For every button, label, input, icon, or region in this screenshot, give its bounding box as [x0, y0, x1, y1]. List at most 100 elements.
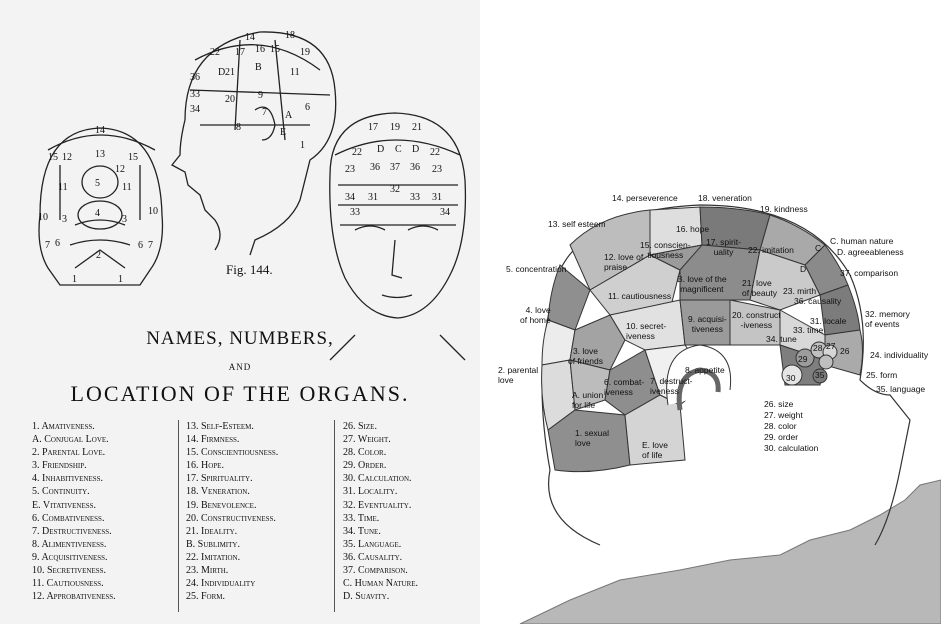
svg-text:11: 11	[58, 182, 68, 193]
region-label: 21. love of beauty	[742, 278, 777, 298]
svg-text:8: 8	[236, 122, 241, 133]
region-label: C	[815, 243, 821, 253]
svg-text:5: 5	[95, 178, 100, 189]
mountain-silhouette	[520, 480, 941, 624]
region-label: 10. secret- iveness	[626, 321, 666, 341]
svg-text:7: 7	[262, 107, 267, 118]
region-label: 3. love of friends	[568, 346, 603, 366]
organ-list-item: 23. Mirth.	[186, 564, 278, 577]
title-line-2: AND	[0, 362, 480, 372]
organ-list-item: 33. Time.	[343, 512, 418, 525]
svg-text:10: 10	[148, 206, 158, 217]
svg-text:1: 1	[300, 140, 305, 151]
organ-list-item: 20. Constructiveness.	[186, 512, 278, 525]
svg-text:23: 23	[432, 164, 442, 175]
svg-text:11: 11	[290, 67, 300, 78]
organ-list-item: 35. Language.	[343, 538, 418, 551]
svg-text:31: 31	[368, 192, 378, 203]
svg-text:21: 21	[225, 67, 235, 78]
figure-caption: Fig. 144.	[226, 262, 273, 278]
svg-text:15: 15	[128, 152, 138, 163]
organ-list-item: B. Sublimity.	[186, 538, 278, 551]
engraving-panel: 14 131215 15125 11113 4310 1062 677 11 1…	[0, 0, 480, 624]
organ-list-item: 28. Color.	[343, 446, 418, 459]
svg-text:37: 37	[390, 162, 400, 173]
external-label: 5. concentration	[506, 264, 566, 274]
external-label: 37. comparison	[840, 268, 898, 278]
svg-text:3: 3	[62, 214, 67, 225]
svg-text:15: 15	[48, 152, 58, 163]
organ-list-item: 15. Conscientiousness.	[186, 446, 278, 459]
region-label: D	[800, 264, 806, 274]
region-label: 34. tune	[766, 334, 797, 344]
organ-list-item: 16. Hope.	[186, 459, 278, 472]
organ-list-item: 21. Ideality.	[186, 525, 278, 538]
region-label: 27	[826, 341, 835, 351]
svg-text:34: 34	[190, 104, 200, 115]
organ-list-item: 30. Calculation.	[343, 472, 418, 485]
region-label: 12. love of praise	[604, 252, 643, 272]
region-label: 22. imitation	[748, 245, 794, 255]
size-list-item: 28. color	[764, 421, 818, 432]
svg-text:20: 20	[225, 94, 235, 105]
svg-text:E: E	[280, 127, 286, 138]
region-label: B. love of the magnificent	[677, 274, 727, 294]
svg-text:13: 13	[95, 149, 105, 160]
organ-list-column-1: 1. Amativeness. A. Conjugal Love. 2. Par…	[32, 420, 116, 603]
svg-text:1: 1	[72, 274, 77, 285]
region-label: 23. mirth	[783, 286, 816, 296]
svg-text:A: A	[285, 110, 293, 121]
region-label: 1. sexual love	[575, 428, 609, 448]
region-label: 28	[813, 343, 822, 353]
organ-list-item: 18. Veneration.	[186, 485, 278, 498]
svg-text:33: 33	[350, 207, 360, 218]
region-label: 30	[786, 373, 795, 383]
svg-text:33: 33	[190, 89, 200, 100]
svg-text:6: 6	[55, 238, 60, 249]
svg-text:4: 4	[95, 208, 100, 219]
organ-list-item: 19. Benevolence.	[186, 499, 278, 512]
svg-text:34: 34	[440, 207, 450, 218]
organ-list-item: A. Conjugal Love.	[32, 433, 116, 446]
external-label: 2. parental love	[498, 365, 538, 385]
organ-list-item: 11. Cautiousness.	[32, 577, 116, 590]
svg-text:D: D	[412, 144, 419, 155]
region-label: 8. appetite	[685, 365, 725, 375]
svg-text:D: D	[377, 144, 384, 155]
organ-list-item: 36. Causality.	[343, 551, 418, 564]
organ-list-column-2: 13. Self-Esteem. 14. Firmness. 15. Consc…	[186, 420, 278, 603]
region-label: A. union for life	[572, 390, 603, 410]
region-label: 33. time	[793, 325, 823, 335]
organ-list-item: C. Human Nature.	[343, 577, 418, 590]
organ-list-item: 10. Secretiveness.	[32, 564, 116, 577]
external-label: C. human nature	[830, 236, 893, 246]
external-label: 18. veneration	[698, 193, 752, 203]
column-divider	[178, 420, 179, 612]
organ-list-item: 14. Firmness.	[186, 433, 278, 446]
svg-text:2: 2	[96, 250, 101, 261]
external-label: 14. perseverence	[612, 193, 678, 203]
organ-list-item: 5. Continuity.	[32, 485, 116, 498]
svg-text:34: 34	[345, 192, 355, 203]
back-head-number: 14	[95, 125, 105, 136]
svg-text:6: 6	[305, 102, 310, 113]
svg-text:7: 7	[45, 240, 50, 251]
organ-list-item: 37. Comparison.	[343, 564, 418, 577]
external-label: 25. form	[866, 370, 897, 380]
svg-text:6: 6	[138, 240, 143, 251]
column-divider	[334, 420, 335, 612]
svg-text:33: 33	[410, 192, 420, 203]
region-label: 17. spirit- uality	[706, 237, 741, 257]
svg-text:7: 7	[148, 240, 153, 251]
svg-text:19: 19	[300, 47, 310, 58]
region-comparison	[820, 285, 860, 335]
organ-list-item: 17. Spirituality.	[186, 472, 278, 485]
region-label: E. love of life	[642, 440, 668, 460]
svg-text:11: 11	[122, 182, 132, 193]
svg-text:17: 17	[368, 122, 378, 133]
svg-text:14: 14	[245, 32, 255, 43]
organ-list-item: 25. Form.	[186, 590, 278, 603]
organ-list-item: 12. Approbativeness.	[32, 590, 116, 603]
svg-text:19: 19	[390, 122, 400, 133]
external-label: 4. love of home	[520, 305, 551, 325]
